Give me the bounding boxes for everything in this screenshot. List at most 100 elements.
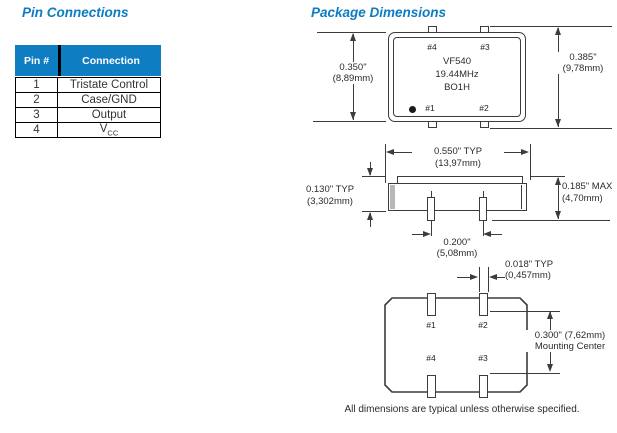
pin1-label: #1 xyxy=(425,103,435,113)
bottom-view-pin xyxy=(479,375,488,398)
arrowhead xyxy=(386,149,394,155)
table-row: 1 Tristate Control xyxy=(15,77,161,93)
arrowhead xyxy=(521,149,529,155)
pin-number: 1 xyxy=(15,77,58,93)
dim-mounting-center-label: Mounting Center xyxy=(516,341,617,352)
dim-width-mm: (13,97mm) xyxy=(412,158,504,169)
pin-number: 3 xyxy=(15,107,58,123)
dimension-line xyxy=(490,234,502,235)
castellation-pad xyxy=(480,121,489,128)
dim-pin-width-mm: (0,457mm) xyxy=(505,270,551,281)
dimension-line xyxy=(558,28,559,127)
pin-number: 4 xyxy=(15,121,58,139)
dimension-line xyxy=(500,152,521,153)
arrowhead xyxy=(350,112,356,120)
extension-line xyxy=(530,144,531,180)
pin2-label: #2 xyxy=(479,103,489,113)
code-text: BO1H xyxy=(444,82,470,93)
package-bottom-view-outline xyxy=(384,297,528,393)
pin3-label: #3 xyxy=(478,353,488,363)
dim-body-height-mm: (8,89mm) xyxy=(320,73,386,84)
side-view-pin xyxy=(427,197,435,221)
header-divider xyxy=(58,45,61,76)
arrowhead xyxy=(555,177,561,185)
arrowhead xyxy=(555,119,561,127)
dimension-line xyxy=(370,213,371,227)
pin-connection: Tristate Control xyxy=(57,77,161,93)
dimension-line xyxy=(496,277,509,278)
arrowhead xyxy=(547,364,553,372)
extension-line xyxy=(385,144,386,183)
arrowhead xyxy=(367,212,373,220)
table-header-row: Pin # Connection xyxy=(15,45,161,76)
dim-pin-spacing-mm: (5,08mm) xyxy=(427,248,487,259)
dim-mounting-center-value: 0.300" (7,62mm) xyxy=(516,330,617,341)
side-view-edge-shade xyxy=(390,185,395,209)
arrowhead xyxy=(547,311,553,319)
model-text: VF540 xyxy=(443,56,471,67)
extension-line xyxy=(490,373,560,374)
dim-base-height-in: 0.130" TYP xyxy=(300,184,360,195)
dim-body-height-in: 0.350" xyxy=(320,62,386,73)
vcc-subscript: CC xyxy=(107,128,119,138)
arrowhead xyxy=(350,33,356,41)
extension-line xyxy=(490,26,612,27)
arrowhead xyxy=(555,27,561,35)
extension-line xyxy=(490,311,560,312)
pin-column-header: Pin # xyxy=(23,54,50,67)
dim-max-height-in: 0.185" MAX xyxy=(562,181,613,192)
side-view-edge-line xyxy=(521,185,522,209)
dimension-line xyxy=(457,277,471,278)
dim-max-height-mm: (4,70mm) xyxy=(562,193,603,204)
extension-line xyxy=(492,220,610,221)
arrowhead xyxy=(483,231,491,237)
dimension-line xyxy=(558,178,559,219)
dimension-line xyxy=(394,152,416,153)
pin-connection: VCC xyxy=(57,121,161,139)
extension-line xyxy=(362,211,386,212)
extension-line xyxy=(313,121,386,122)
pin4-label: #4 xyxy=(427,42,437,52)
pin-connections-table: Pin # Connection 1 Tristate Control 2 Ca… xyxy=(15,45,161,139)
connection-column-header: Connection xyxy=(82,54,140,67)
extension-line xyxy=(488,267,489,292)
dim-pin-spacing-in: 0.200" xyxy=(427,237,487,248)
dimensions-note: All dimensions are typical unless otherw… xyxy=(344,404,580,415)
extension-line xyxy=(479,267,480,292)
dim-pin-width-in: 0.018" TYP xyxy=(505,259,554,270)
pin-connections-title: Pin Connections xyxy=(22,5,129,20)
package-side-view-body xyxy=(388,183,527,211)
bottom-view-pin xyxy=(427,293,436,316)
extension-line xyxy=(317,32,386,33)
extension-line xyxy=(530,176,565,177)
arrowhead xyxy=(555,211,561,219)
arrowhead xyxy=(470,274,478,280)
dimension-line xyxy=(550,352,551,365)
bottom-view-pin xyxy=(427,375,436,398)
dim-width-in: 0.550" TYP xyxy=(412,146,504,157)
arrowhead xyxy=(489,274,497,280)
dimension-line xyxy=(412,234,424,235)
dim-base-height-mm: (3,302mm) xyxy=(298,196,362,207)
pin-number: 2 xyxy=(15,92,58,108)
package-top-view-inner-outline xyxy=(393,37,521,117)
package-dimensions-title: Package Dimensions xyxy=(311,5,447,20)
frequency-text: 19.44MHz xyxy=(435,69,479,80)
arrowhead xyxy=(423,231,431,237)
pin1-indicator-dot xyxy=(409,106,416,113)
pin-connection: Case/GND xyxy=(57,92,161,108)
pin-connection: Output xyxy=(57,107,161,123)
pin4-label: #4 xyxy=(426,353,436,363)
side-view-pin xyxy=(479,197,487,221)
table-row: 4 VCC xyxy=(15,121,161,139)
table-row: 2 Case/GND xyxy=(15,92,161,108)
arrowhead xyxy=(367,168,373,176)
castellation-pad xyxy=(428,121,437,128)
pin2-label: #2 xyxy=(478,320,488,330)
bottom-view-pin xyxy=(479,293,488,316)
table-row: 3 Output xyxy=(15,107,161,123)
extension-line xyxy=(490,128,612,129)
pin3-label: #3 xyxy=(480,42,490,52)
dim-overall-height-in: 0.385" xyxy=(552,52,614,63)
